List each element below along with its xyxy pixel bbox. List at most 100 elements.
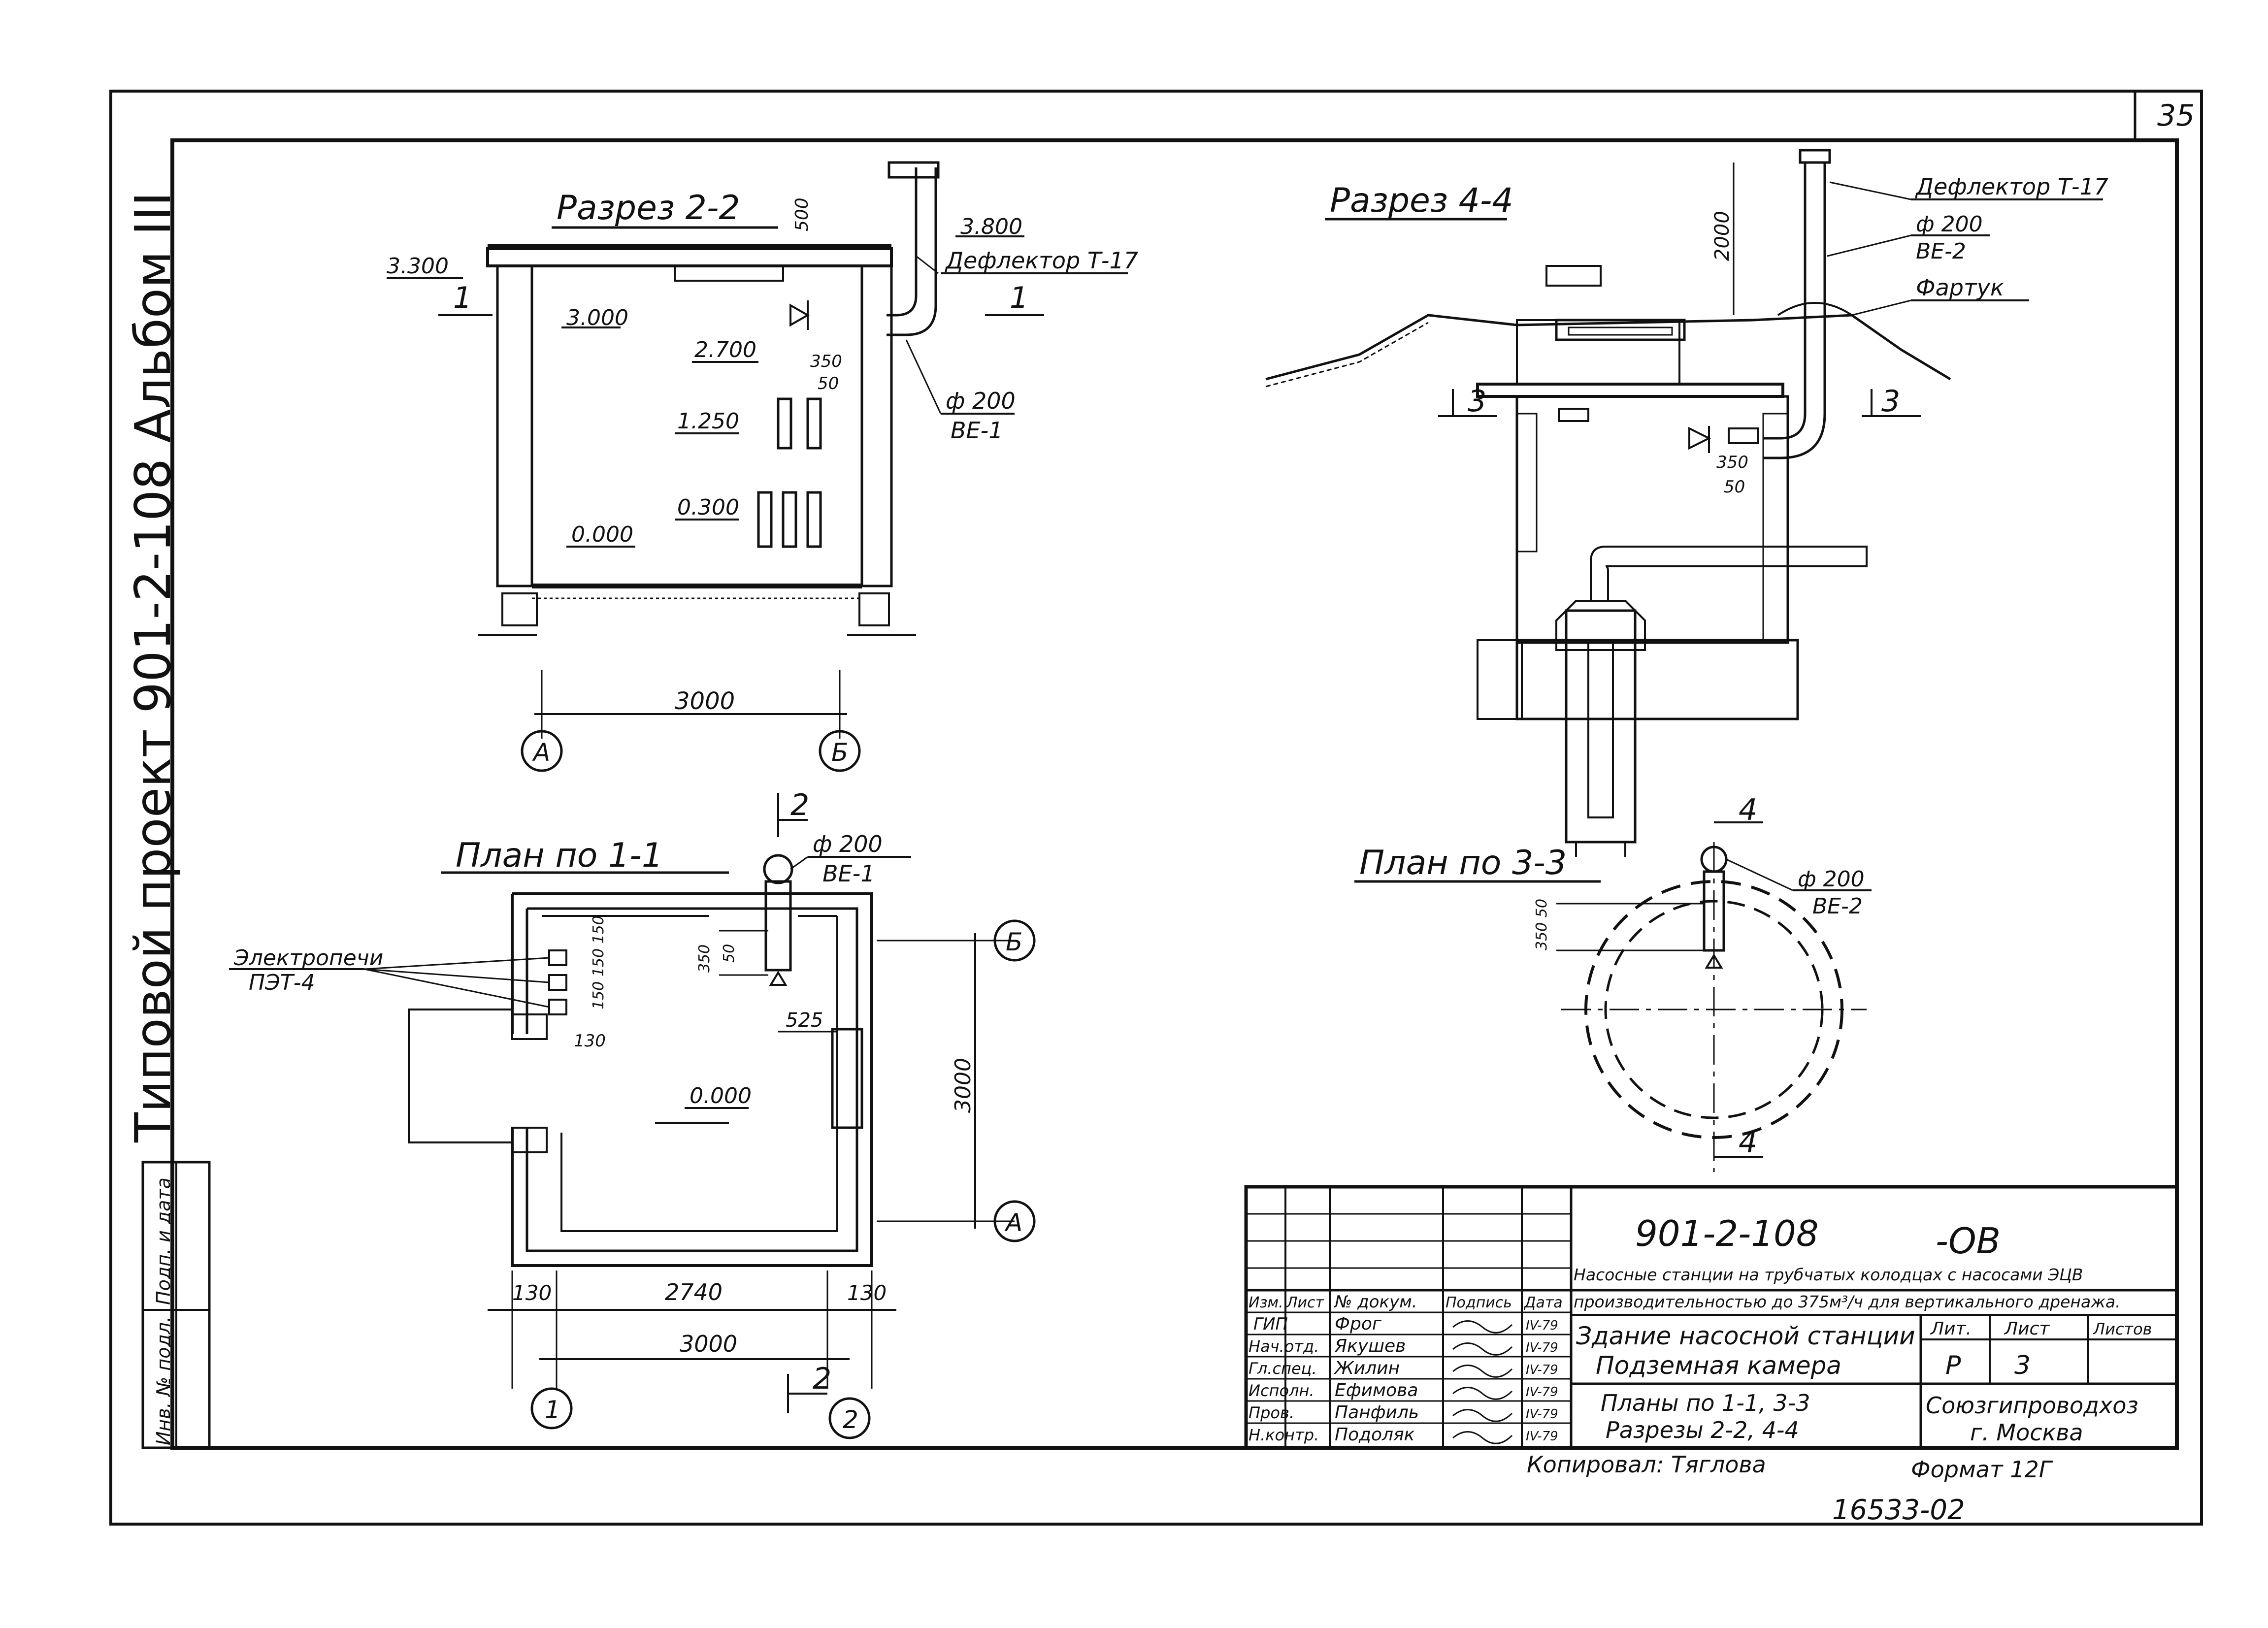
elev-0000: 0.000 xyxy=(571,522,633,547)
s44-cut-3-right: 3 xyxy=(1881,384,1900,419)
section-4-4-title: Разрез 4-4 xyxy=(1330,181,1513,220)
tb-row-name: Ефимова xyxy=(1335,1380,1418,1400)
deflector-label: Дефлектор Т-17 xyxy=(945,247,1138,274)
tb-code: 901-2-108 xyxy=(1635,1213,1819,1254)
dim-50: 50 xyxy=(818,374,839,393)
tb-row-date: IV-79 xyxy=(1526,1318,1558,1333)
s44-pipe-code: ВЕ-2 xyxy=(1916,239,1966,264)
tb-row-role: Пров. xyxy=(1249,1403,1294,1422)
plan-dim-130-right: 130 xyxy=(847,1281,887,1305)
elev-3000: 3.000 xyxy=(566,305,628,330)
dim-350: 350 xyxy=(810,352,842,371)
plan-cut-mark-bottom: 2 xyxy=(813,1362,831,1396)
tb-lit-label: Лит. xyxy=(1930,1319,1972,1339)
tb-row-date: IV-79 xyxy=(1526,1340,1558,1355)
pipe-code-label: ВЕ-1 xyxy=(951,417,1003,444)
tb-lists-label: Листов xyxy=(2093,1320,2152,1338)
plan-pipe-label: ф 200 xyxy=(813,831,883,857)
inner-frame xyxy=(170,138,2179,1450)
inv-label: Инв. № подл. xyxy=(153,1316,174,1445)
plan-dim-130-small: 130 xyxy=(574,1031,606,1051)
dim-3000: 3000 xyxy=(675,687,735,715)
tb-org-2: г. Москва xyxy=(1970,1419,2083,1446)
inventory-number: 16533-02 xyxy=(1832,1494,1965,1526)
tb-content-1: Планы по 1-1, 3-3 xyxy=(1601,1390,1810,1416)
title-block: 901-2-108 -ОВ Насосные станции на трубча… xyxy=(1244,1185,2179,1450)
tb-row-name: Фрог xyxy=(1335,1314,1382,1334)
s44-dim-50: 50 xyxy=(1724,477,1745,497)
plan-3-3: План по 3-3 4 4 ф 200 ВЕ-2 350 50 xyxy=(1354,793,1872,1172)
copied-by: Копировал: Тяглова xyxy=(1527,1451,1766,1478)
p33-dim-350-50: 350 50 xyxy=(1533,899,1550,950)
tb-h-date: Дата xyxy=(1523,1294,1563,1311)
section-4-4: Разрез 4-4 Дефлектор Т-17 xyxy=(1265,149,2108,857)
album-side-title: Типовой проект 901-2-108 Альбом III xyxy=(124,192,182,1143)
plan-dim-3000-h: 3000 xyxy=(680,1331,737,1357)
heaters-code-label: ПЭТ-4 xyxy=(249,970,315,995)
tb-list-value: 3 xyxy=(2014,1351,2031,1380)
tb-row-date: IV-79 xyxy=(1526,1429,1558,1444)
tb-row-name: Жилин xyxy=(1334,1358,1400,1378)
tb-h-doc: № докум. xyxy=(1334,1292,1417,1312)
plan-dim-350: 350 xyxy=(696,944,713,973)
elev-3800: 3.800 xyxy=(960,214,1022,239)
tb-content-2: Разрезы 2-2, 4-4 xyxy=(1606,1417,1799,1443)
section-2-2-title: Разрез 2-2 xyxy=(557,189,740,228)
plan-dim-3000-v: 3000 xyxy=(951,1058,976,1113)
tb-row-name: Якушев xyxy=(1334,1336,1406,1356)
sign-label: Подп. и дата xyxy=(153,1177,174,1305)
tb-org-1: Союзгипроводхоз xyxy=(1926,1392,2138,1419)
plan-cut-mark-top: 2 xyxy=(790,788,809,822)
tb-row-date: IV-79 xyxy=(1526,1385,1558,1400)
cut-mark-1-right: 1 xyxy=(1010,281,1028,315)
tb-h-list: Лист xyxy=(1286,1294,1325,1311)
plan-axis-2: 2 xyxy=(843,1405,858,1434)
s44-apron: Фартук xyxy=(1916,274,2004,301)
tb-suffix: -ОВ xyxy=(1936,1220,2001,1262)
plan-dim-525: 525 xyxy=(786,1009,823,1032)
tb-h-izm: Изм. xyxy=(1249,1294,1283,1311)
tb-row-name: Подоляк xyxy=(1335,1425,1415,1445)
s44-dim-2000: 2000 xyxy=(1711,211,1734,261)
plan-1-1: План по 1-1 2 350 50 525 150 150 150 xyxy=(229,788,1036,1439)
s44-deflector: Дефлектор Т-17 xyxy=(1915,173,2108,200)
tb-row-role: Нач.отд. xyxy=(1249,1337,1319,1356)
tb-building-2: Подземная камера xyxy=(1596,1351,1841,1380)
p33-cut-4-top: 4 xyxy=(1739,793,1757,827)
elev-0300: 0.300 xyxy=(677,495,739,520)
tb-row-role: Гл.спец. xyxy=(1249,1359,1317,1378)
tb-row-date: IV-79 xyxy=(1526,1363,1558,1377)
tb-row-role: Исполн. xyxy=(1249,1381,1315,1400)
elev-1250: 1.250 xyxy=(677,409,739,434)
plan-axis-b: Б xyxy=(1006,928,1022,956)
plan-axis-a: А xyxy=(1004,1208,1022,1237)
tb-list-label: Лист xyxy=(2004,1319,2050,1339)
tb-building-1: Здание насосной станции xyxy=(1576,1322,1915,1350)
plan-elev-0000: 0.000 xyxy=(690,1083,752,1108)
dim-500: 500 xyxy=(792,197,812,231)
signatures xyxy=(1452,1320,1513,1444)
outer-frame xyxy=(109,90,2203,1526)
tb-row-name: Панфиль xyxy=(1335,1402,1419,1423)
axis-b: Б xyxy=(831,738,848,767)
tb-desc-2: производительностью до 375м³/ч для верти… xyxy=(1574,1292,2121,1311)
elev-3300: 3.300 xyxy=(387,254,449,279)
plan-1-1-title: План по 1-1 xyxy=(456,836,663,875)
tb-row-role: ГИП xyxy=(1253,1314,1288,1334)
section-2-2: Разрез 2-2 3.300 3.800 3.000 xyxy=(387,161,1138,772)
elev-2700: 2.700 xyxy=(694,337,756,362)
p33-cut-4-bottom: 4 xyxy=(1739,1125,1757,1160)
axis-a: А xyxy=(532,738,550,767)
s44-pipe: ф 200 xyxy=(1916,212,1983,237)
cut-mark-1-left: 1 xyxy=(453,281,472,315)
plan-dim-130-left: 130 xyxy=(512,1281,552,1305)
p33-pipe: ф 200 xyxy=(1798,867,1865,892)
p33-pipe-code: ВЕ-2 xyxy=(1812,894,1863,919)
tb-h-sign: Подпись xyxy=(1446,1294,1512,1311)
tb-row-date: IV-79 xyxy=(1526,1407,1558,1422)
heaters-label: Электропечи xyxy=(233,945,383,971)
s44-dim-350: 350 xyxy=(1716,453,1748,472)
pipe-label: ф 200 xyxy=(946,388,1016,414)
tb-row-role: Н.контр. xyxy=(1249,1426,1319,1444)
sheet-number: 35 xyxy=(2157,98,2195,133)
